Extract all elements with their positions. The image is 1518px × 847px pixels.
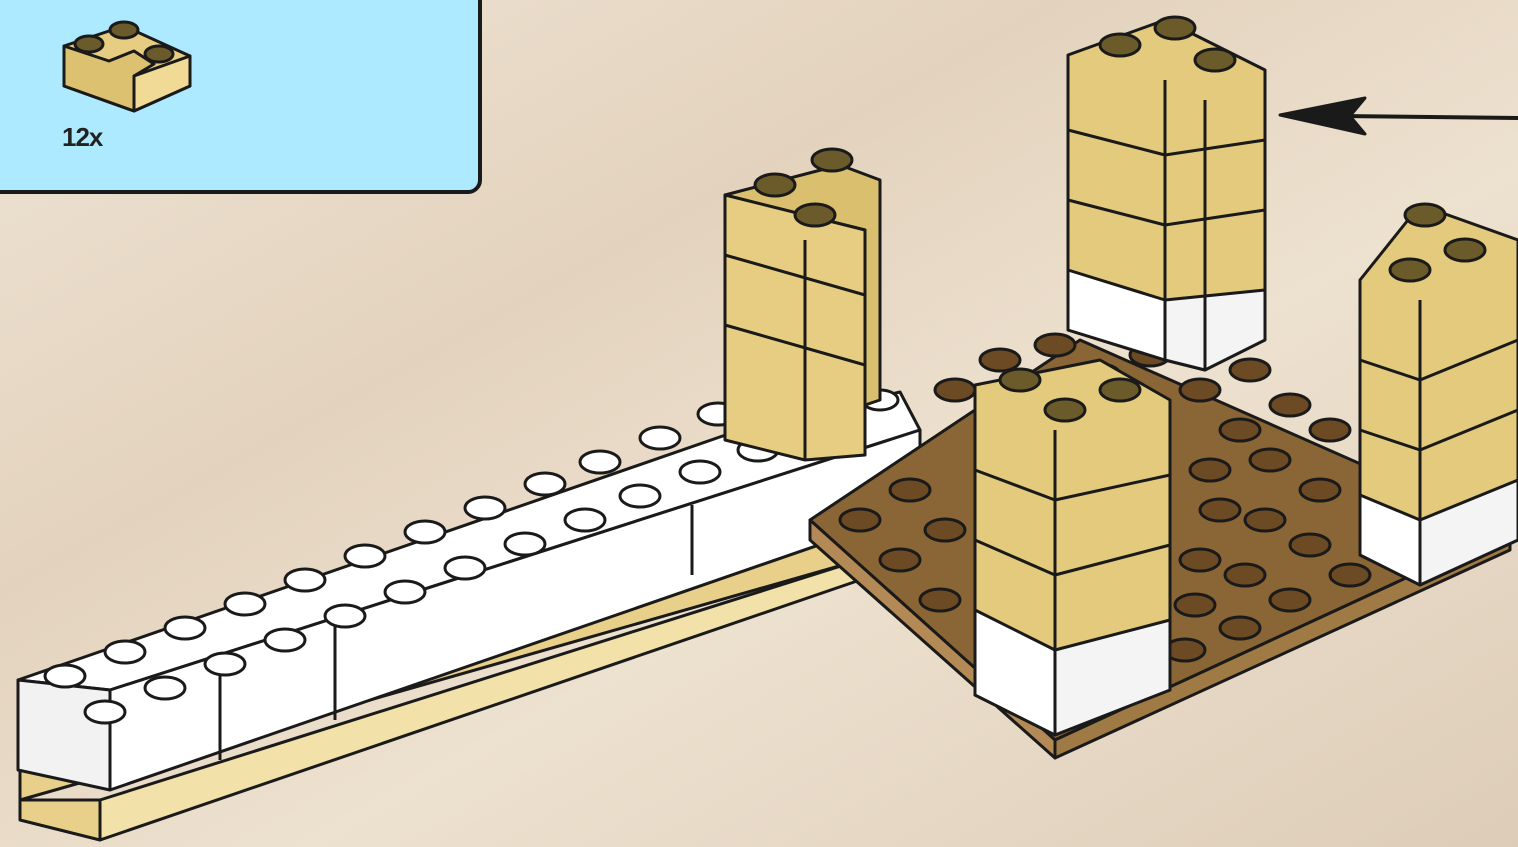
part-quantity: 12x xyxy=(62,122,102,153)
tan-tower-back xyxy=(1068,17,1265,370)
tan-column-left xyxy=(725,149,880,460)
tan-tower-front xyxy=(975,360,1170,735)
tan-tower-right xyxy=(1360,204,1518,585)
parts-needed-panel: 12x xyxy=(0,0,482,194)
corner-brick-2x2-tan-icon xyxy=(54,6,200,118)
